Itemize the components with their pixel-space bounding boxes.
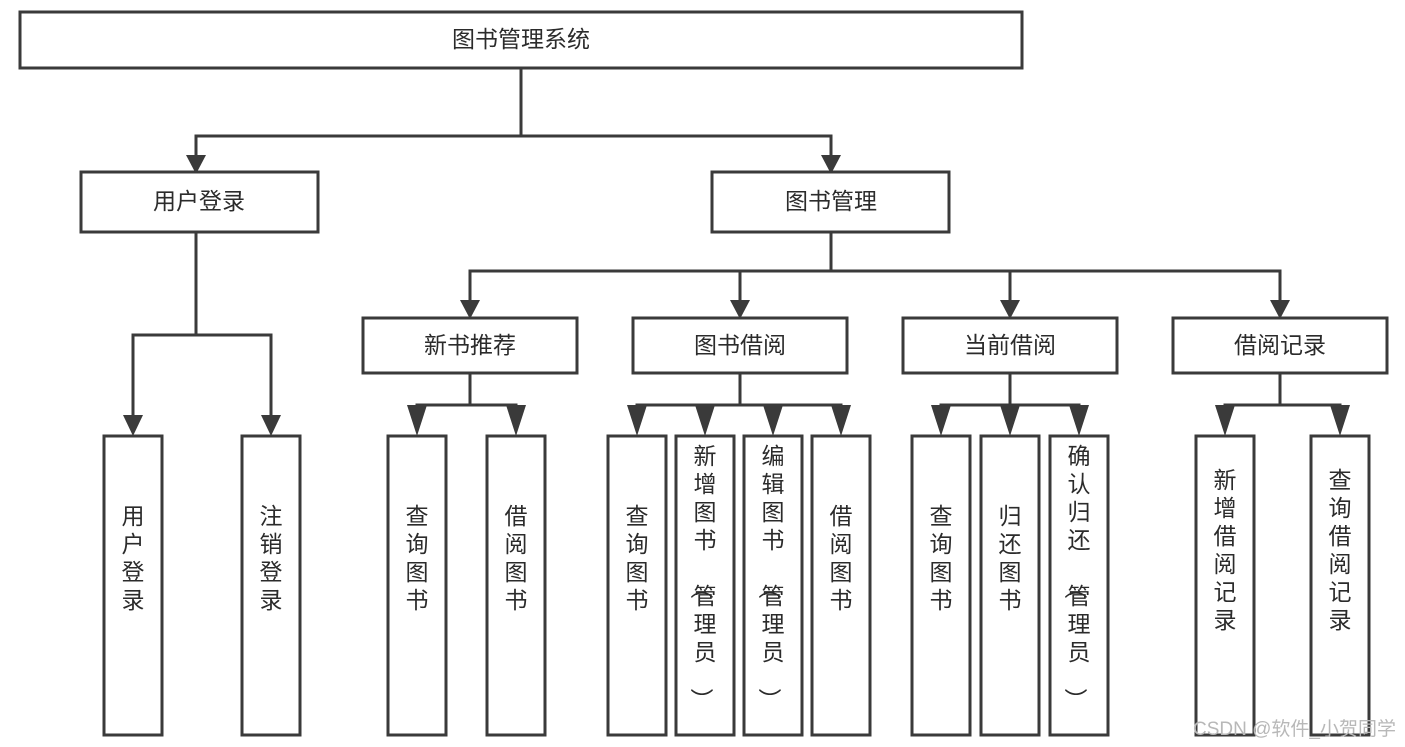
leaf-record-add-record-box[interactable] xyxy=(1194,434,1256,737)
arrow-head-user-login xyxy=(186,155,206,174)
leaf-logout[interactable]: 注销登录 xyxy=(240,434,302,737)
arrow-head-record-leaf2 xyxy=(1330,405,1350,436)
arrow-head-book-borrow xyxy=(730,300,750,319)
arrow-head-borrow-leaf4 xyxy=(831,405,851,436)
leaf-current-confirm-return-label: 确认归还（管理员） xyxy=(1063,443,1091,711)
node-new-book-recommend[interactable]: 新书推荐 xyxy=(361,316,579,375)
leaf-newbook-query-book-label: 查询图书 xyxy=(406,503,429,613)
leaf-record-query-record-label: 查询借阅记录 xyxy=(1329,467,1352,633)
leaf-logout-box[interactable] xyxy=(240,434,302,737)
leaf-newbook-borrow-book-label: 借阅图书 xyxy=(505,503,528,613)
leaf-current-query-book[interactable]: 查询图书 xyxy=(910,434,972,737)
leaf-borrow-add-book[interactable]: 新增图书（管理员） xyxy=(674,434,736,737)
node-current-borrow[interactable]: 当前借阅 xyxy=(901,316,1119,375)
arrow-head-record-leaf1 xyxy=(1215,405,1235,436)
node-user-login-box[interactable] xyxy=(79,170,320,234)
node-borrow-record-label: 借阅记录 xyxy=(1234,332,1326,358)
leaf-current-return-book-label: 归还图书 xyxy=(999,503,1022,613)
leaf-user-login[interactable]: 用户登录 xyxy=(102,434,164,737)
watermark-label: CSDN @软件_小贺同学 xyxy=(1193,718,1396,740)
arrow-head-new-book xyxy=(460,300,480,319)
leaf-record-add-record[interactable]: 新增借阅记录 xyxy=(1194,434,1256,737)
arrow-head-borrow-leaf1 xyxy=(627,405,647,436)
arrow-head-leaf-user-login xyxy=(123,415,143,436)
leaf-borrow-query-book[interactable]: 查询图书 xyxy=(606,434,668,737)
node-user-login[interactable]: 用户登录 xyxy=(79,170,320,234)
leaf-record-query-record[interactable]: 查询借阅记录 xyxy=(1309,434,1371,737)
node-book-management-label: 图书管理 xyxy=(785,188,877,214)
leaf-borrow-borrow-book[interactable]: 借阅图书 xyxy=(810,434,872,737)
arrow-head-borrow-leaf3 xyxy=(763,405,783,436)
node-root-system-label: 图书管理系统 xyxy=(452,26,590,52)
node-book-borrow-box[interactable] xyxy=(631,316,849,375)
connector-layer xyxy=(123,66,1350,436)
leaf-current-return-book[interactable]: 归还图书 xyxy=(979,434,1041,737)
leaf-newbook-borrow-book-box[interactable] xyxy=(485,434,547,737)
arrow-head-leaf-logout xyxy=(261,415,281,436)
leaf-borrow-query-book-label: 查询图书 xyxy=(626,503,649,613)
leaf-current-query-book-label: 查询图书 xyxy=(930,503,953,613)
node-book-management-box[interactable] xyxy=(710,170,951,234)
leaf-borrow-query-book-box[interactable] xyxy=(606,434,668,737)
leaf-logout-label: 注销登录 xyxy=(260,503,283,613)
leaf-user-login-label: 用户登录 xyxy=(122,503,145,613)
leaf-current-query-book-box[interactable] xyxy=(910,434,972,737)
arrow-head-current-leaf2 xyxy=(1000,405,1020,436)
leaf-borrow-add-book-box[interactable] xyxy=(674,434,736,737)
leaf-borrow-borrow-book-label: 借阅图书 xyxy=(830,503,853,613)
leaf-current-confirm-return[interactable]: 确认归还（管理员） xyxy=(1048,434,1110,737)
arrow-head-current-leaf1 xyxy=(931,405,951,436)
leaf-current-return-book-box[interactable] xyxy=(979,434,1041,737)
leaf-borrow-borrow-book-box[interactable] xyxy=(810,434,872,737)
arrow-head-newbook-leaf2 xyxy=(506,405,526,436)
node-book-borrow[interactable]: 图书借阅 xyxy=(631,316,849,375)
node-root-system[interactable]: 图书管理系统 xyxy=(18,10,1024,70)
leaf-newbook-borrow-book[interactable]: 借阅图书 xyxy=(485,434,547,737)
node-borrow-record[interactable]: 借阅记录 xyxy=(1171,316,1389,375)
arrow-head-borrow-record xyxy=(1270,300,1290,319)
arrow-head-book-mgmt xyxy=(821,155,841,174)
node-book-borrow-label: 图书借阅 xyxy=(694,332,786,358)
node-new-book-recommend-box[interactable] xyxy=(361,316,579,375)
leaf-record-add-record-label: 新增借阅记录 xyxy=(1214,467,1237,633)
leaf-borrow-edit-book[interactable]: 编辑图书（管理员） xyxy=(742,434,804,737)
node-root-system-box[interactable] xyxy=(18,10,1024,70)
node-current-borrow-box[interactable] xyxy=(901,316,1119,375)
arrow-head-borrow-leaf2 xyxy=(695,405,715,436)
arrow-head-current-borrow xyxy=(1000,300,1020,319)
leaf-newbook-query-book-box[interactable] xyxy=(386,434,448,737)
node-book-management[interactable]: 图书管理 xyxy=(710,170,951,234)
leaf-borrow-edit-book-box[interactable] xyxy=(742,434,804,737)
node-current-borrow-label: 当前借阅 xyxy=(964,332,1056,358)
node-user-login-label: 用户登录 xyxy=(153,188,245,214)
leaf-user-login-box[interactable] xyxy=(102,434,164,737)
leaf-borrow-edit-book-label: 编辑图书（管理员） xyxy=(757,443,785,711)
leaf-record-query-record-box[interactable] xyxy=(1309,434,1371,737)
leaf-current-confirm-return-box[interactable] xyxy=(1048,434,1110,737)
leaf-newbook-query-book[interactable]: 查询图书 xyxy=(386,434,448,737)
leaf-borrow-add-book-label: 新增图书（管理员） xyxy=(689,443,717,711)
node-new-book-recommend-label: 新书推荐 xyxy=(424,332,516,358)
node-borrow-record-box[interactable] xyxy=(1171,316,1389,375)
arrow-head-newbook-leaf1 xyxy=(407,405,427,436)
arrow-head-current-leaf3 xyxy=(1069,405,1089,436)
